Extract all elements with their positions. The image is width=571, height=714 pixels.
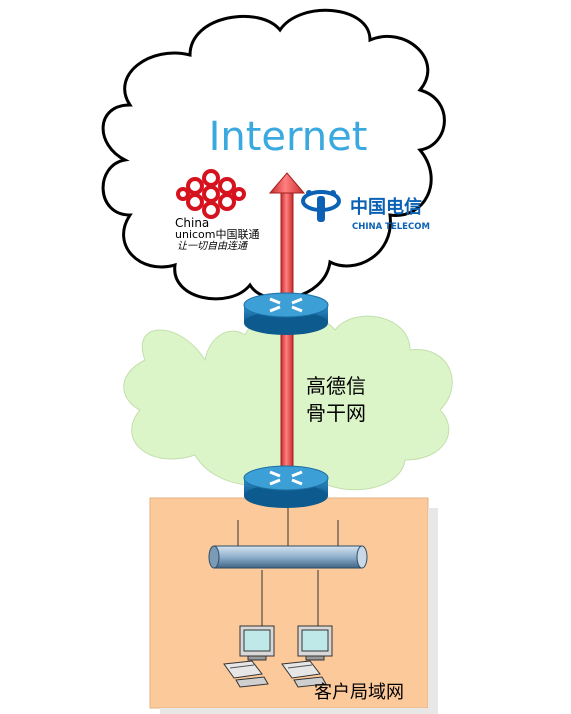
router-top-icon: [243, 292, 329, 335]
unicom-brand-line2: unicom中国联通: [175, 228, 260, 241]
backbone-label-line2: 骨干网: [306, 401, 366, 425]
router-edge-icon: [243, 465, 329, 508]
telecom-swirl-icon: [301, 190, 341, 222]
unicom-logo: China unicom中国联通 让一切自由连通: [175, 169, 260, 252]
workstation-icon: [281, 625, 333, 688]
unicom-knot-icon: [176, 169, 246, 219]
unicom-brand-line1: China: [175, 216, 209, 230]
backbone-label-line1: 高德信: [306, 374, 366, 398]
internet-cloud: [101, 8, 446, 301]
ethernet-bus-icon: [208, 545, 368, 569]
telecom-brand-en: CHINA TELECOM: [352, 222, 430, 232]
unicom-slogan: 让一切自由连通: [177, 240, 249, 252]
telecom-brand-cn: 中国电信: [350, 196, 422, 218]
telecom-logo: 中国电信 CHINA TELECOM: [301, 190, 430, 232]
lan-label: 客户局域网: [314, 682, 404, 703]
workstation-icon: [223, 625, 275, 688]
lan-wiring: [237, 508, 339, 628]
internet-label: Internet: [209, 114, 368, 160]
